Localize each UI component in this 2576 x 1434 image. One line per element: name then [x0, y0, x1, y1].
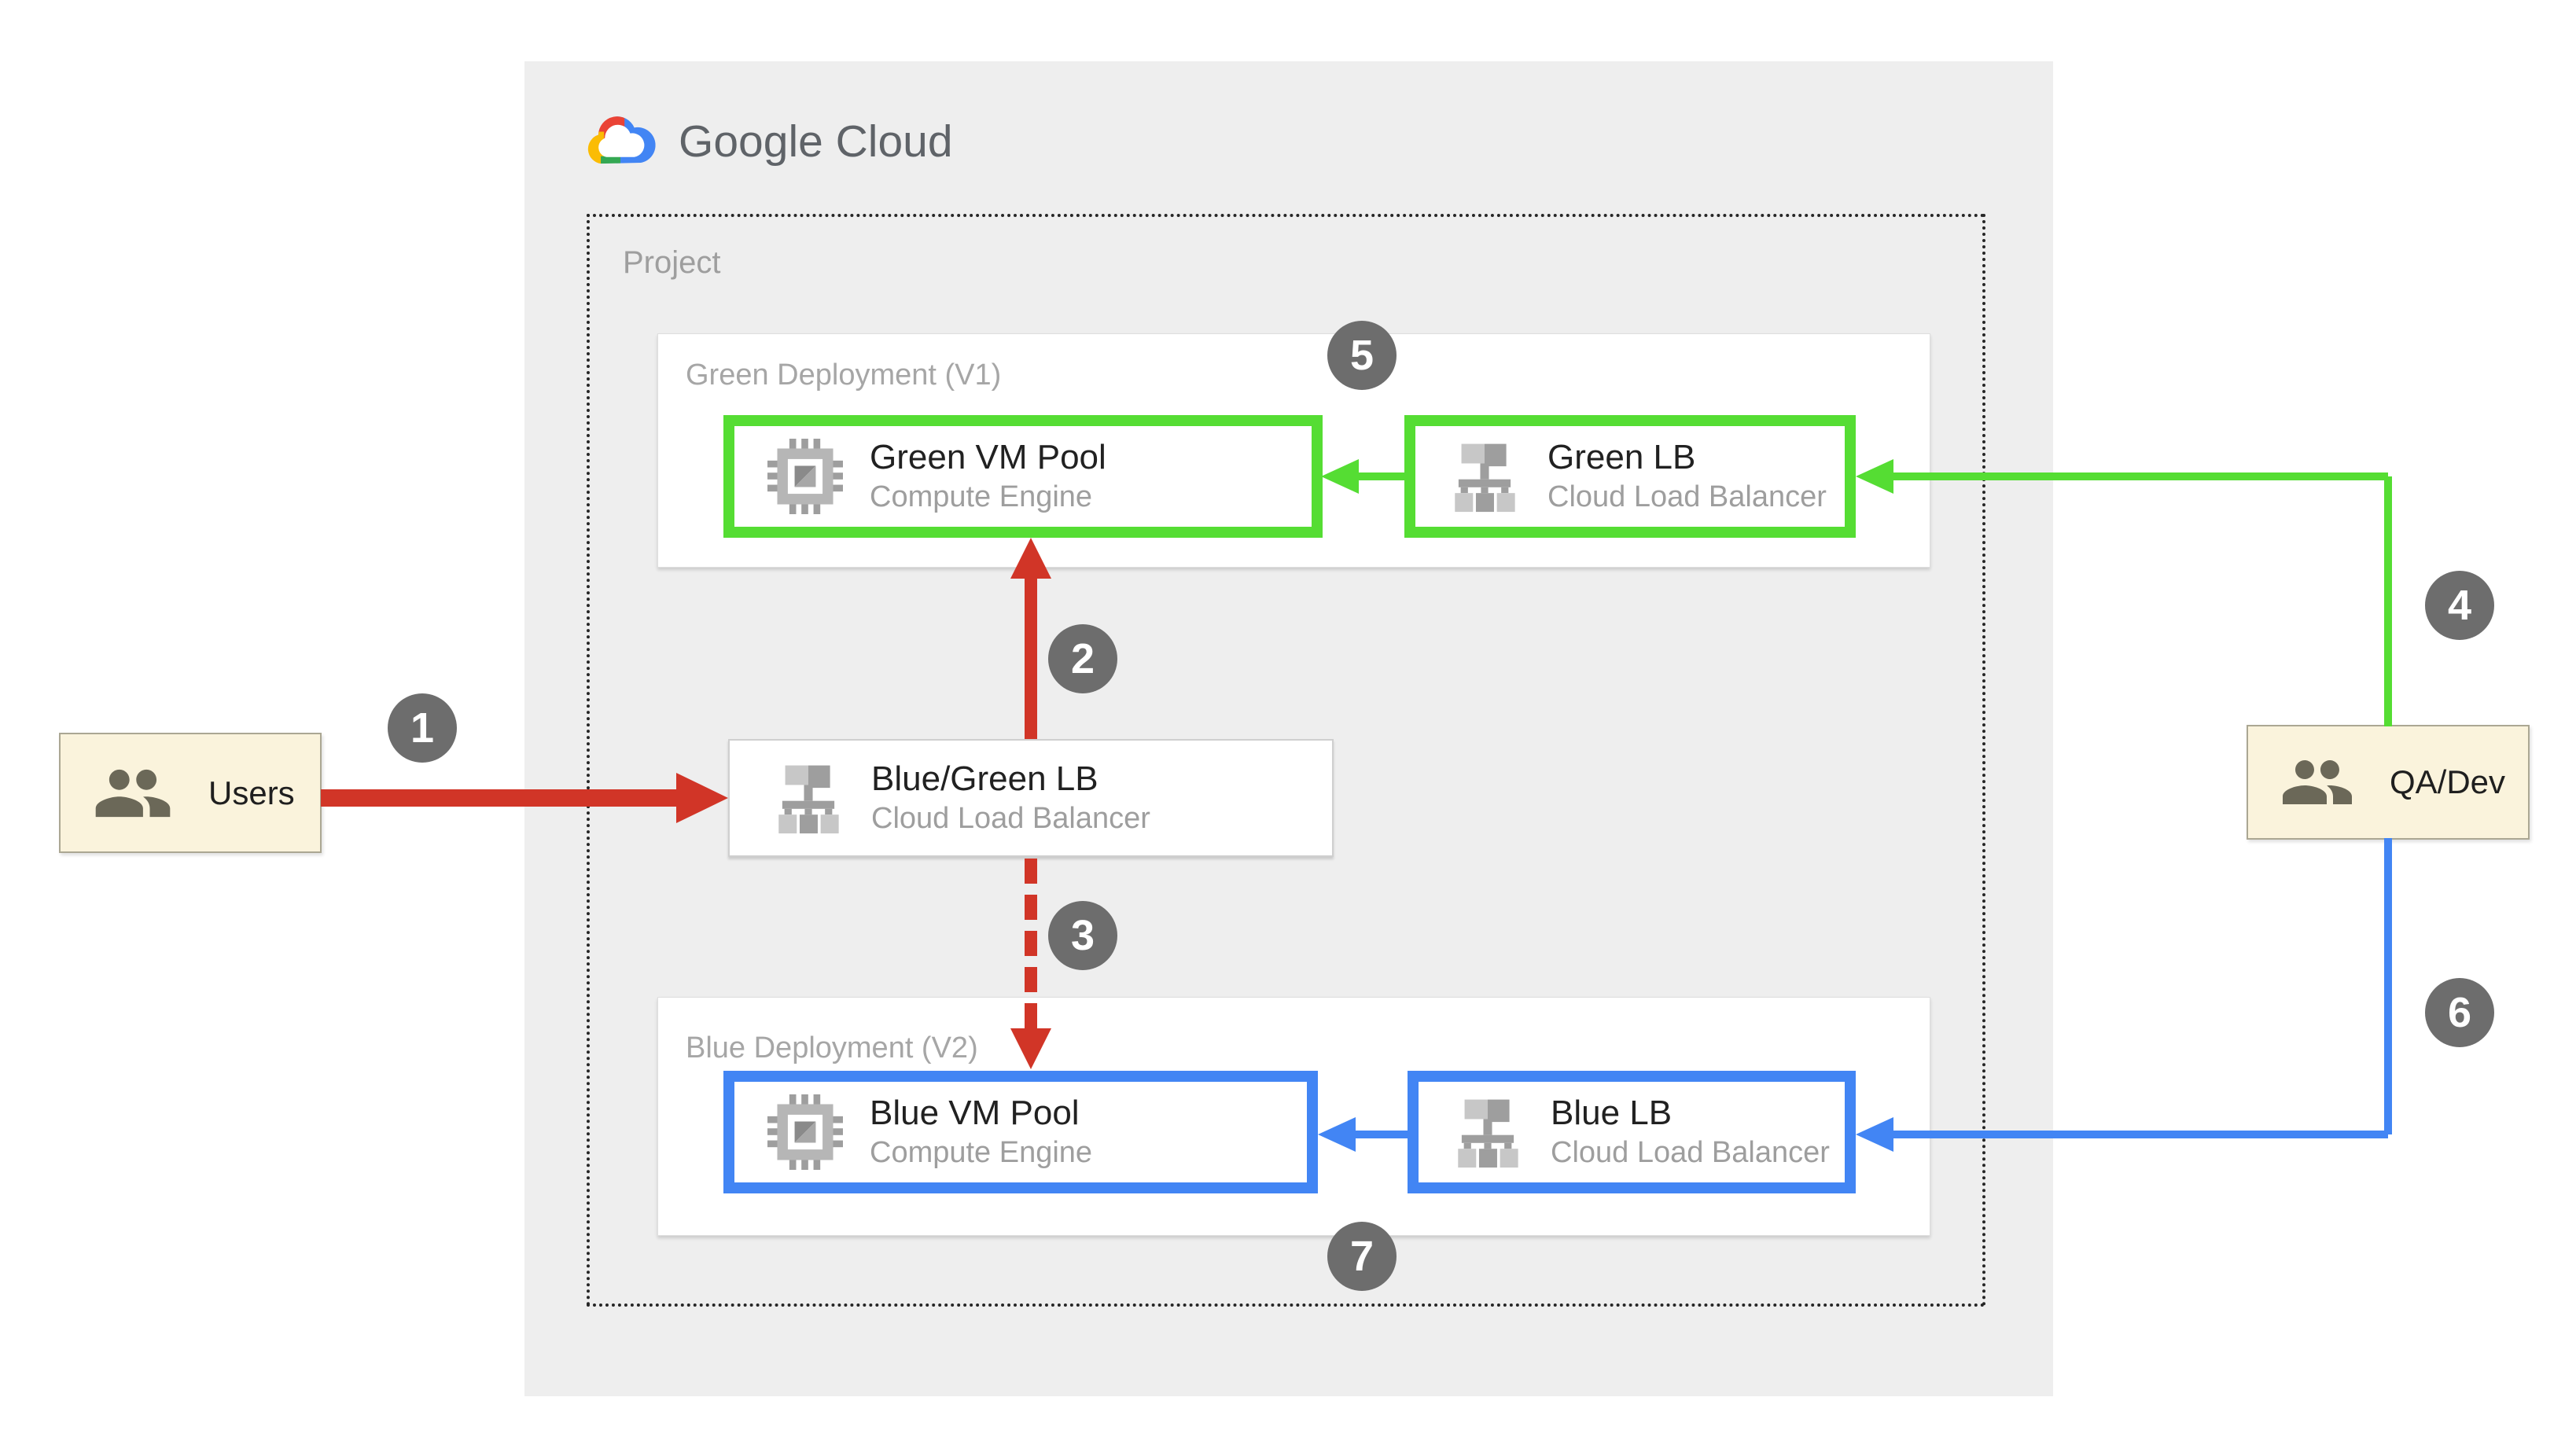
google-cloud-logo: Google Cloud: [580, 108, 953, 175]
arrow-qadev-to-blue-lb-head: [1856, 1117, 1893, 1152]
users-icon: [95, 769, 171, 817]
arrow-qadev-to-green-lb-head: [1856, 459, 1893, 494]
node-green-vm-pool: Green VM Pool Compute Engine: [723, 415, 1323, 538]
node-title: Green VM Pool: [870, 437, 1106, 476]
node-blue-vm-pool: Blue VM Pool Compute Engine: [723, 1071, 1318, 1193]
load-balancer-icon: [778, 765, 839, 834]
project-label: Project: [623, 245, 721, 280]
step-badge-1: 1: [388, 693, 457, 763]
arrow-blue-lb-to-vm-line: [1356, 1131, 1408, 1138]
compute-engine-icon: [767, 439, 843, 514]
node-subtitle: Cloud Load Balancer: [1551, 1136, 1830, 1170]
blue-deployment-label: Blue Deployment (V2): [686, 1031, 978, 1064]
google-cloud-logo-icon: [587, 116, 656, 164]
users-icon: [2283, 760, 2352, 804]
project-boundary: [587, 214, 1985, 1307]
node-bluegreen-lb: Blue/Green LB Cloud Load Balancer: [728, 739, 1334, 857]
arrow-blue-lb-to-vm-head: [1318, 1117, 1356, 1152]
arrow-qadev-to-green-lb-vertical: [2384, 476, 2392, 726]
node-title: Blue/Green LB: [871, 759, 1098, 798]
node-subtitle: Compute Engine: [870, 480, 1093, 514]
step-badge-3: 3: [1048, 901, 1117, 970]
step-badge-7: 7: [1327, 1222, 1397, 1291]
arrow-lb-to-blue-vm-head: [1010, 1028, 1051, 1069]
arrow-lb-to-green-vm-head: [1010, 538, 1051, 579]
arrow-lb-to-green-vm-line: [1025, 575, 1037, 739]
google-cloud-logo-text: Google Cloud: [679, 116, 953, 167]
arrow-green-lb-to-vm-head: [1321, 459, 1359, 494]
step-badge-6: 6: [2425, 978, 2494, 1047]
node-title: Blue VM Pool: [870, 1093, 1080, 1132]
actor-label: Users: [208, 774, 295, 811]
green-deployment-label: Green Deployment (V1): [686, 358, 1002, 392]
actor-qadev: QA/Dev: [2247, 725, 2530, 840]
load-balancer-icon: [1458, 1099, 1518, 1168]
node-subtitle: Cloud Load Balancer: [871, 802, 1150, 836]
arrow-lb-to-blue-vm-dashed-line: [1025, 859, 1037, 1028]
compute-engine-icon: [767, 1094, 843, 1170]
arrow-qadev-to-blue-lb-vertical: [2384, 838, 2392, 1134]
load-balancer-icon: [1455, 443, 1515, 513]
arrow-qadev-to-green-lb-horizontal: [1893, 472, 2388, 480]
step-badge-5: 5: [1327, 321, 1397, 390]
step-badge-2: 2: [1048, 624, 1117, 693]
node-subtitle: Compute Engine: [870, 1136, 1093, 1170]
step-badge-4: 4: [2425, 571, 2494, 640]
node-title: Blue LB: [1551, 1093, 1673, 1132]
arrow-green-lb-to-vm-line: [1359, 472, 1404, 480]
node-green-lb: Green LB Cloud Load Balancer: [1404, 415, 1856, 538]
actor-label: QA/Dev: [2390, 763, 2506, 800]
node-subtitle: Cloud Load Balancer: [1547, 480, 1827, 514]
actor-users: Users: [59, 733, 322, 853]
arrow-users-to-lb-head: [676, 773, 728, 823]
node-title: Green LB: [1547, 437, 1696, 476]
arrow-qadev-to-blue-lb-horizontal: [1893, 1131, 2388, 1138]
arrow-users-to-lb-line: [321, 789, 676, 807]
node-blue-lb: Blue LB Cloud Load Balancer: [1408, 1071, 1856, 1193]
